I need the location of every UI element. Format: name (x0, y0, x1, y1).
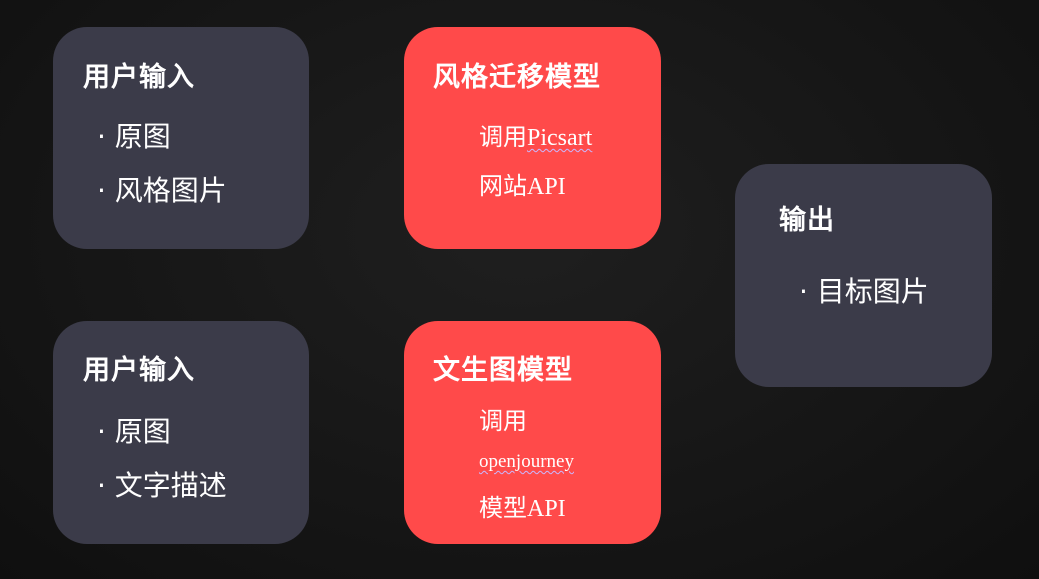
output-box: 输出 · 目标图片 (735, 164, 992, 387)
input-style-box: 用户输入 · 原图 · 风格图片 (53, 27, 309, 249)
style-transfer-call-line: 调用Picsart (479, 117, 592, 152)
style-transfer-call-prefix: 调用 (479, 125, 527, 151)
style-transfer-model-title: 风格迁移模型 (433, 62, 601, 93)
input-text-box: 用户输入 · 原图 · 文字描述 (53, 321, 309, 544)
text-to-image-model-title: 文生图模型 (433, 355, 573, 386)
input-style-item-original: · 原图 (97, 120, 171, 153)
input-text-title: 用户输入 (83, 355, 195, 386)
style-transfer-model-box: 风格迁移模型 调用Picsart 网站API (404, 27, 661, 249)
picsart-brand: Picsart (527, 125, 593, 151)
input-style-title: 用户输入 (83, 62, 195, 93)
output-title: 输出 (779, 205, 835, 236)
style-transfer-api-line: 网站API (479, 174, 566, 200)
text-to-image-model-box: 文生图模型 调用 openjourney 模型API (404, 321, 661, 544)
text-to-image-call-line: 调用 (479, 409, 527, 435)
text-to-image-api-line: 模型API (479, 496, 566, 522)
input-style-item-style-image: · 风格图片 (97, 174, 227, 207)
input-text-item-original: · 原图 (97, 415, 171, 448)
output-item-target-image: · 目标图片 (799, 275, 929, 308)
input-text-item-description: · 文字描述 (97, 469, 227, 502)
openjourney-label: openjourney (479, 451, 574, 472)
